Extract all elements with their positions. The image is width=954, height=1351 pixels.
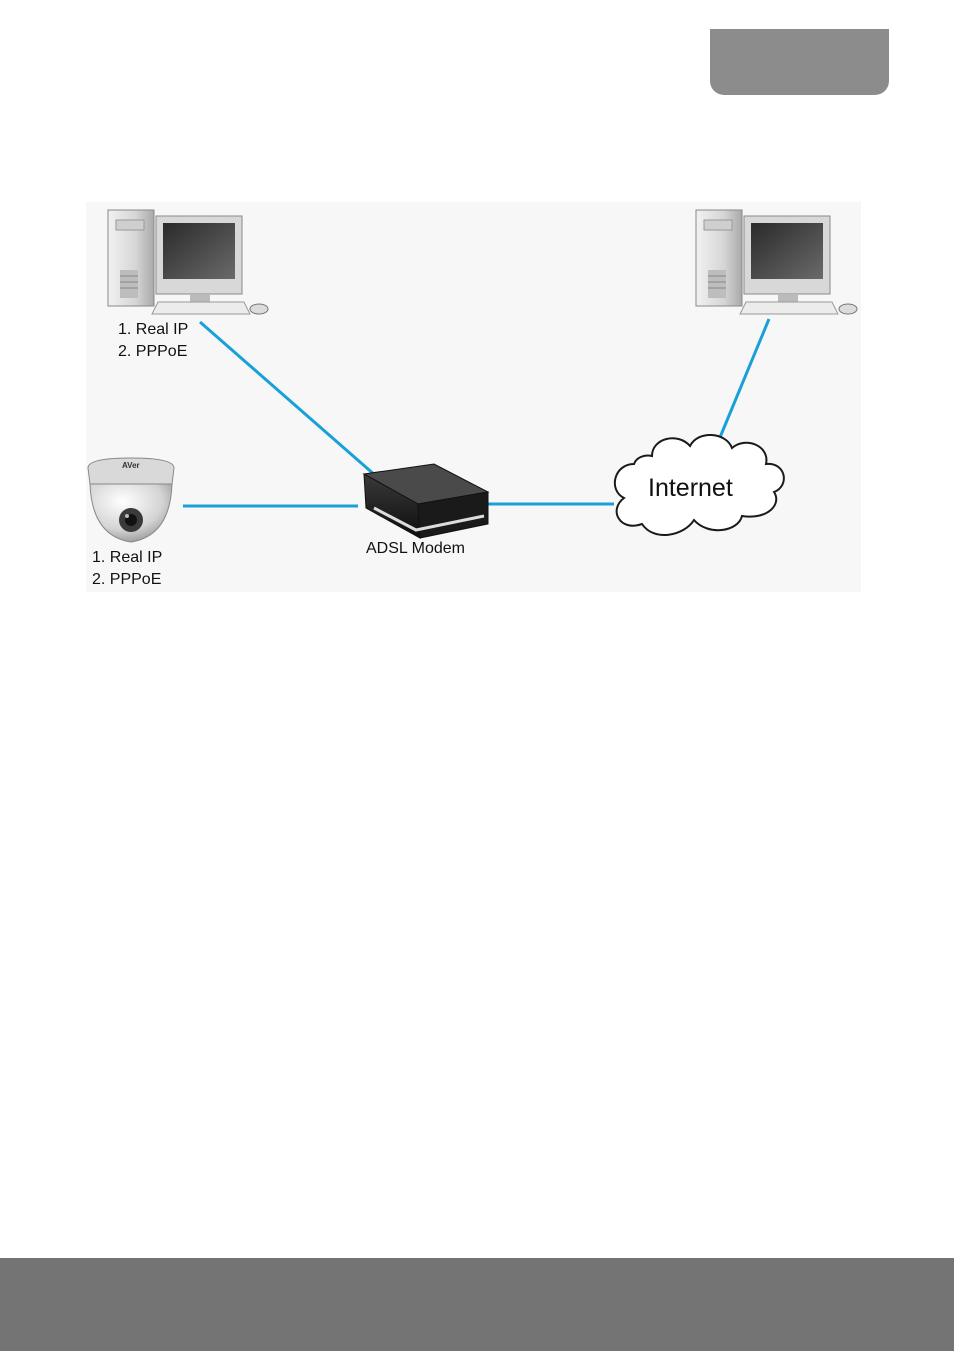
diagram-canvas: AVer: [86, 202, 861, 592]
pc-left-line-2: 2. PPPoE: [118, 341, 188, 363]
adsl-modem-icon: [364, 464, 488, 538]
pc-left-label: 1. Real IP 2. PPPoE: [118, 319, 188, 363]
camera-label: 1. Real IP 2. PPPoE: [92, 547, 162, 591]
dome-camera-icon: AVer: [88, 458, 174, 542]
link-pc-left-modem: [200, 322, 376, 476]
computer-left-icon: [108, 210, 268, 314]
pc-left-line-1: 1. Real IP: [118, 319, 188, 341]
footer-bar: [0, 1258, 954, 1351]
camera-brand-logo: AVer: [122, 461, 140, 470]
modem-label: ADSL Modem: [366, 538, 465, 560]
computer-right-icon: [696, 210, 857, 314]
camera-line-2: 2. PPPoE: [92, 569, 162, 591]
section-tab: [710, 29, 889, 95]
internet-label: Internet: [648, 474, 733, 503]
network-diagram: AVer 1. Real IP 2. PPPoE 1. Real IP 2. P…: [86, 202, 861, 592]
camera-line-1: 1. Real IP: [92, 547, 162, 569]
link-internet-pc-right: [716, 319, 769, 447]
